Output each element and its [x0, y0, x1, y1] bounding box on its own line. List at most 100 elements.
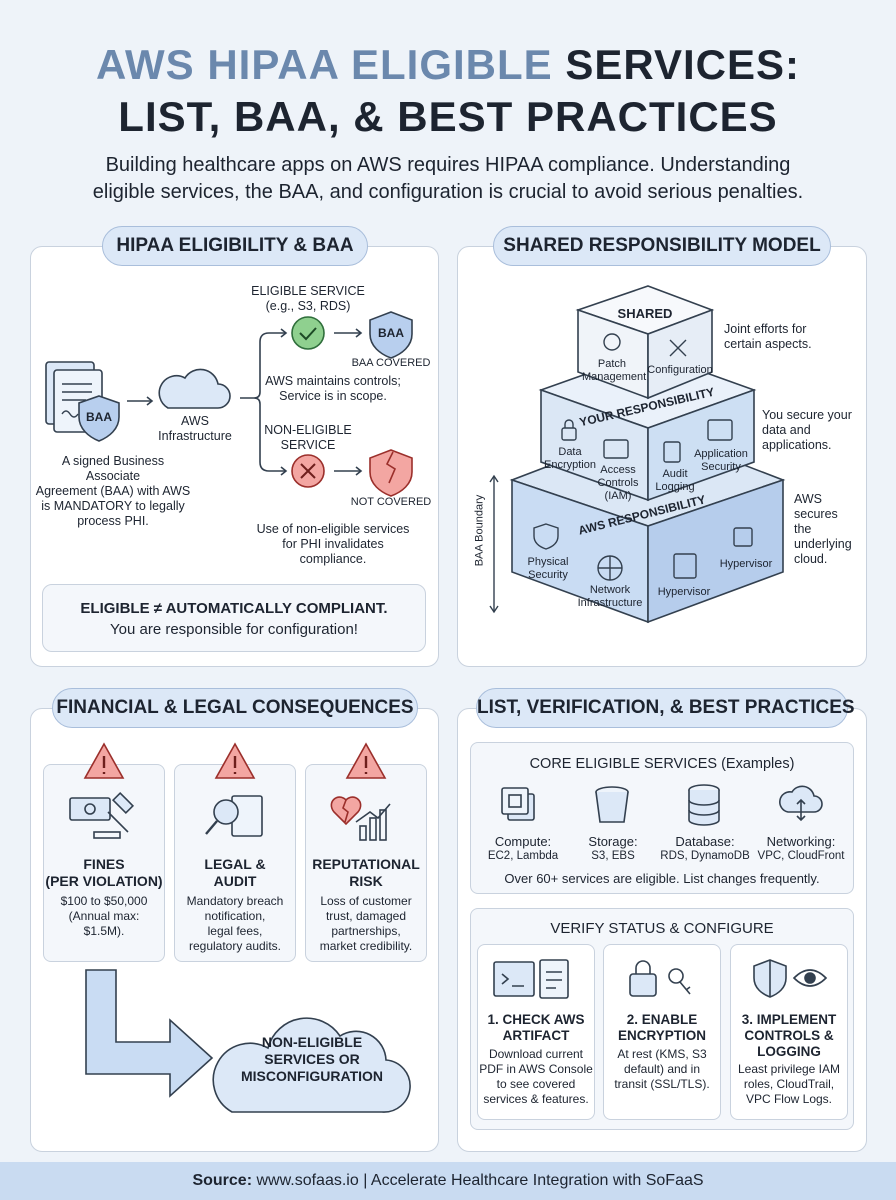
shield-badge: BAA: [378, 326, 404, 340]
shared-layer: [575, 285, 715, 400]
step-logging-card: [730, 944, 848, 1120]
service-compute: Compute:EC2, Lambda: [487, 834, 559, 862]
window-shield-icon: [707, 419, 733, 441]
legal-title: LEGAL &AUDIT: [204, 856, 266, 889]
footer: Source: www.sofaas.io | Accelerate Healt…: [0, 1162, 896, 1200]
eligibility-diagram: [45, 311, 413, 497]
fines-desc: $100 to $50,000(Annual max:$1.5M).: [60, 894, 148, 938]
configuration-label: Configuration: [647, 364, 713, 376]
magnifier-doc-icon: [205, 795, 263, 837]
service-networking: Networking:VPC, CloudFront: [757, 834, 845, 862]
compliance-note-line2: You are responsible for configuration!: [110, 621, 358, 638]
subtitle: Building healthcare apps on AWS requires…: [92, 154, 804, 203]
bucket-icon: [595, 786, 629, 823]
document-icon: [539, 959, 569, 999]
hypervisor-label-2: Hypervisor: [719, 558, 773, 570]
doc-badge: BAA: [86, 410, 112, 424]
fines-title: FINES(PER VIOLATION): [45, 856, 163, 889]
eligible-desc: AWS maintains controls;Service is in sco…: [265, 374, 401, 403]
chip-icon: [501, 787, 535, 821]
not-covered-label: NOT COVERED: [350, 496, 432, 508]
cloud-icon: [158, 368, 231, 409]
branch-arrows: [240, 332, 285, 472]
pyramid-diagram: [489, 285, 786, 624]
core-services-title: CORE ELIGIBLE SERVICES (Examples): [529, 756, 795, 772]
tools-icon: [669, 339, 687, 357]
check-icon: [291, 316, 325, 350]
title-accent: AWS HIPAA ELIGIBLE: [96, 41, 553, 88]
broken-heart-chart-icon: [330, 796, 391, 841]
server-icon: [673, 553, 697, 579]
x-icon: [291, 454, 325, 488]
key-icon: [668, 968, 691, 995]
eye-icon: [792, 969, 828, 987]
baa-covered-label: BAA COVERED: [351, 357, 431, 369]
page-title-line2: LIST, BAA, & BEST PRACTICES: [118, 93, 778, 140]
shared-panel-title: SHARED RESPONSIBILITY MODEL: [493, 226, 831, 266]
best-practices-panel-title: LIST, VERIFICATION, & BEST PRACTICES: [476, 688, 855, 728]
reputation-card: [305, 764, 427, 962]
service-storage: Storage:S3, EBS: [588, 834, 638, 862]
broken-shield-icon: [369, 449, 413, 497]
chip-icon: [733, 527, 753, 547]
baa-covered-shield-icon: [369, 311, 413, 359]
shield-icon: [753, 959, 787, 998]
flow-arrow: [85, 969, 214, 1098]
core-services-note: Over 60+ services are eligible. List cha…: [504, 871, 820, 886]
eligible-title: ELIGIBLE SERVICE(e.g., S3, RDS): [251, 284, 365, 313]
console-icon: [493, 961, 535, 997]
eligibility-panel-title: HIPAA ELIGIBILITY & BAA: [102, 226, 368, 266]
baa-boundary-arrow: [489, 474, 499, 614]
shield-check-icon: [533, 523, 559, 550]
service-database: Database:RDS, DynamoDB: [660, 834, 750, 862]
shared-layer-label: SHARED: [617, 306, 673, 321]
title-rest: SERVICES:: [565, 41, 800, 88]
database-icon: [688, 784, 720, 826]
footer-source-label: Source:: [192, 1172, 253, 1189]
lock-icon: [561, 427, 577, 441]
padlock-icon: [629, 960, 657, 997]
step-encryption-card: [603, 944, 721, 1120]
page-title-line1: AWS HIPAA ELIGIBLE SERVICES:: [0, 42, 896, 88]
verify-title: VERIFY STATUS & CONFIGURE: [550, 920, 774, 937]
cloud-network-icon: [779, 785, 823, 822]
id-card-icon: [603, 439, 629, 459]
misconfiguration-cloud: [212, 1017, 411, 1113]
fines-card: [43, 764, 165, 962]
compliance-note: [42, 584, 426, 652]
footer-link[interactable]: www.sofaas.io | Accelerate Healthcare In…: [252, 1172, 704, 1189]
consequences-panel-title: FINANCIAL & LEGAL CONSEQUENCES: [52, 688, 418, 728]
money-gavel-icon: [69, 791, 135, 839]
hypervisor-label-1: Hypervisor: [657, 586, 711, 598]
compliance-note-line1: ELIGIBLE ≠ AUTOMATICALLY COMPLIANT.: [80, 600, 388, 617]
log-doc-icon: [663, 441, 681, 463]
baa-shield-icon: [78, 395, 120, 442]
